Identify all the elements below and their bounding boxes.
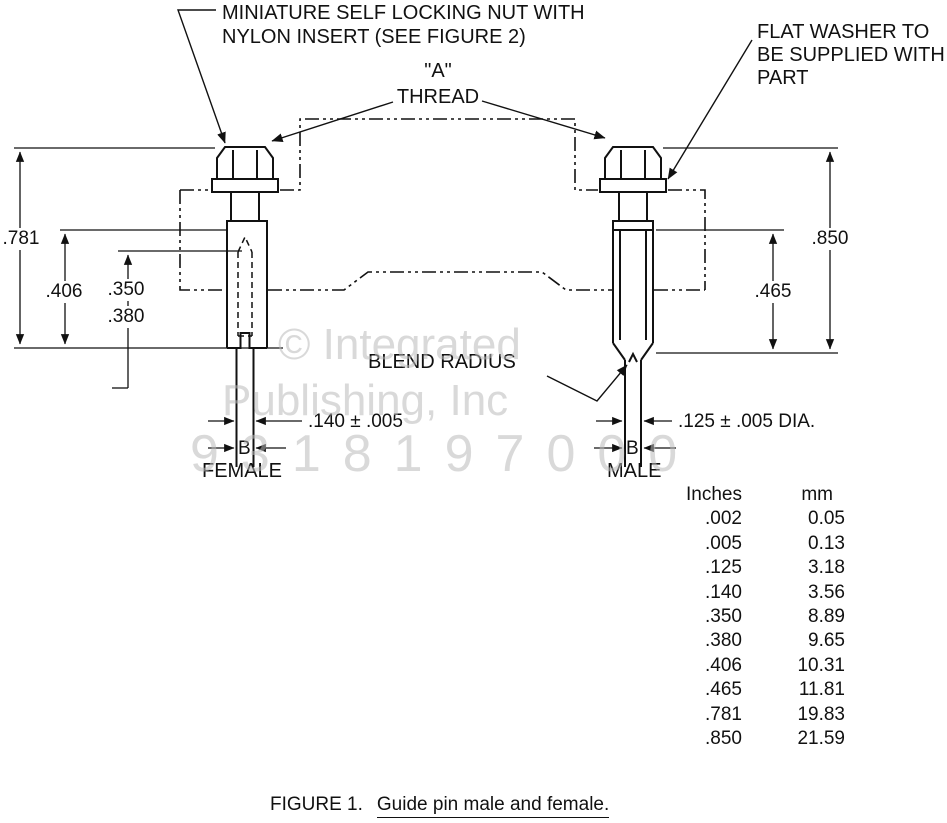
table-row: .380 9.65 <box>668 629 845 653</box>
table-cell-inches: .002 <box>705 508 742 530</box>
female-bore-hidden-lines <box>237 235 253 337</box>
table-cell-inches: .350 <box>705 606 742 628</box>
table-header-mm: mm <box>801 484 833 505</box>
extension-lines <box>14 147 838 354</box>
male-pin-outline <box>599 146 667 467</box>
flat-washer-note-line3: PART <box>757 67 809 89</box>
figure-caption-number: FIGURE 1. <box>270 794 363 815</box>
table-cell-mm: 0.13 <box>808 532 845 554</box>
table-cell-inches: .850 <box>705 728 742 750</box>
table-cell-inches: .125 <box>705 557 742 579</box>
table-cell-inches: .781 <box>705 703 742 725</box>
panel-phantom-lines <box>179 118 706 291</box>
locking-nut-note-line1: MINIATURE SELF LOCKING NUT WITH <box>222 2 585 24</box>
female-label: FEMALE <box>202 460 283 482</box>
locking-nut-note: MINIATURE SELF LOCKING NUT WITH NYLON IN… <box>222 1 585 49</box>
table-row: .005 0.13 <box>668 532 845 556</box>
dimension-781: .781 <box>0 228 42 250</box>
table-header-inches: Inches <box>686 484 742 505</box>
table-row: .002 0.05 <box>668 507 845 531</box>
male-label: MALE <box>607 460 662 482</box>
table-cell-mm: 19.83 <box>797 703 845 725</box>
b-dimension-left: B <box>238 438 251 459</box>
table-cell-mm: 21.59 <box>797 728 845 750</box>
thread-note-line1: "A" <box>424 60 452 82</box>
table-row: .850 21.59 <box>668 727 845 751</box>
locking-nut-note-line2: NYLON INSERT (SEE FIGURE 2) <box>222 26 526 48</box>
table-cell-inches: .380 <box>705 630 742 652</box>
table-cell-inches: .005 <box>705 532 742 554</box>
flat-washer-note-line2: BE SUPPLIED WITH <box>757 44 945 66</box>
table-row: .406 10.31 <box>668 654 845 678</box>
female-pin-outline <box>211 146 279 467</box>
table-cell-mm: 11.81 <box>798 679 845 701</box>
b-dimension-right: B <box>626 438 639 459</box>
dimension-465: .465 <box>749 281 797 303</box>
dimension-140: .140 ± .005 <box>308 411 403 432</box>
table-cell-mm: 8.89 <box>808 606 845 628</box>
figure-caption-title: Guide pin male and female. <box>376 794 610 818</box>
table-cell-inches: .465 <box>705 679 742 701</box>
dimension-406: .406 <box>40 281 88 303</box>
blend-radius-note: BLEND RADIUS <box>368 351 516 373</box>
dimension-850: .850 <box>806 228 854 250</box>
dimension-380: .380 <box>100 306 152 328</box>
dimension-350: .350 <box>100 279 152 301</box>
table-cell-mm: 10.31 <box>797 654 845 676</box>
flat-washer-note-line1: FLAT WASHER TO <box>757 21 930 43</box>
flat-washer-note: FLAT WASHER TO BE SUPPLIED WITH PART <box>757 21 945 90</box>
table-row: .125 3.18 <box>668 556 845 580</box>
table-cell-mm: 0.05 <box>808 508 845 530</box>
conversion-table: Inches mm .002 0.05 .005 0.13 .125 3.18 … <box>668 483 845 751</box>
table-row: .781 19.83 <box>668 703 845 727</box>
dimension-lines <box>15 151 835 453</box>
table-cell-mm: 3.56 <box>808 581 845 603</box>
table-row: .140 3.56 <box>668 581 845 605</box>
thread-note-line2: THREAD <box>396 86 480 108</box>
table-cell-mm: 9.65 <box>808 630 845 652</box>
table-cell-mm: 3.18 <box>808 557 845 579</box>
table-row: .350 8.89 <box>668 605 845 629</box>
figure-caption: FIGURE 1. Guide pin male and female. <box>270 794 610 818</box>
dimension-125: .125 ± .005 DIA. <box>678 411 816 432</box>
conversion-table-header: Inches mm <box>668 483 845 507</box>
table-row: .465 11.81 <box>668 678 845 702</box>
table-cell-inches: .140 <box>705 581 742 603</box>
table-cell-inches: .406 <box>705 654 742 676</box>
leader-lines <box>177 9 753 402</box>
thread-note: "A" THREAD <box>385 58 491 110</box>
